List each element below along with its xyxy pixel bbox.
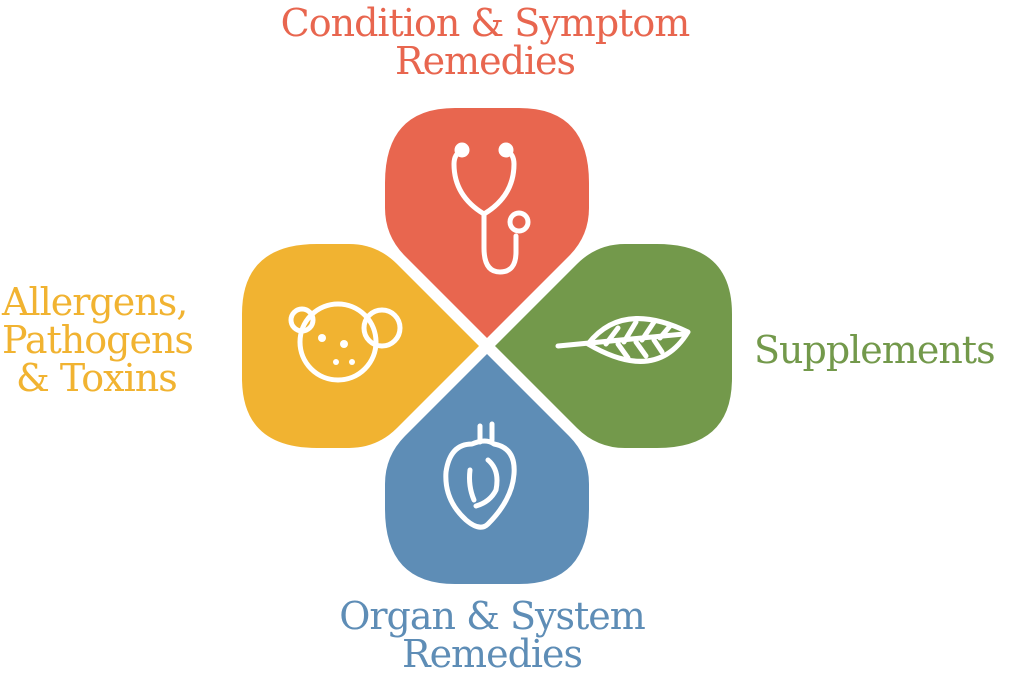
virus-icon bbox=[288, 301, 403, 383]
petal-allergens-shape bbox=[242, 244, 479, 448]
label-supplements-line1: Supplements bbox=[754, 328, 996, 372]
label-allergens: Allergens, Pathogens & Toxins bbox=[2, 280, 194, 400]
label-condition-symptom: Condition & Symptom Remedies bbox=[0, 4, 970, 80]
label-organ-line1: Organ & System bbox=[339, 594, 646, 638]
label-allergens-line2: Pathogens bbox=[2, 318, 194, 362]
label-condition-line1: Condition & Symptom bbox=[280, 1, 691, 45]
stethoscope-icon bbox=[451, 142, 531, 275]
petal-supplements[interactable] bbox=[495, 244, 732, 448]
petal-organ[interactable] bbox=[385, 354, 589, 584]
petal-condition-shape bbox=[385, 108, 589, 338]
heart-icon bbox=[443, 421, 517, 530]
label-organ-system: Organ & System Remedies bbox=[0, 597, 984, 673]
petal-supplements-shape bbox=[495, 244, 732, 448]
petal-organ-shape bbox=[385, 354, 589, 584]
label-allergens-line1: Allergens, bbox=[2, 280, 188, 324]
label-organ-line2: Remedies bbox=[401, 632, 583, 676]
leaf-icon bbox=[555, 316, 691, 364]
label-condition-line2: Remedies bbox=[394, 39, 576, 83]
label-supplements: Supplements bbox=[754, 328, 996, 372]
label-allergens-line3: & Toxins bbox=[16, 356, 178, 400]
petal-condition[interactable] bbox=[385, 108, 589, 338]
petal-allergens[interactable] bbox=[242, 244, 479, 448]
